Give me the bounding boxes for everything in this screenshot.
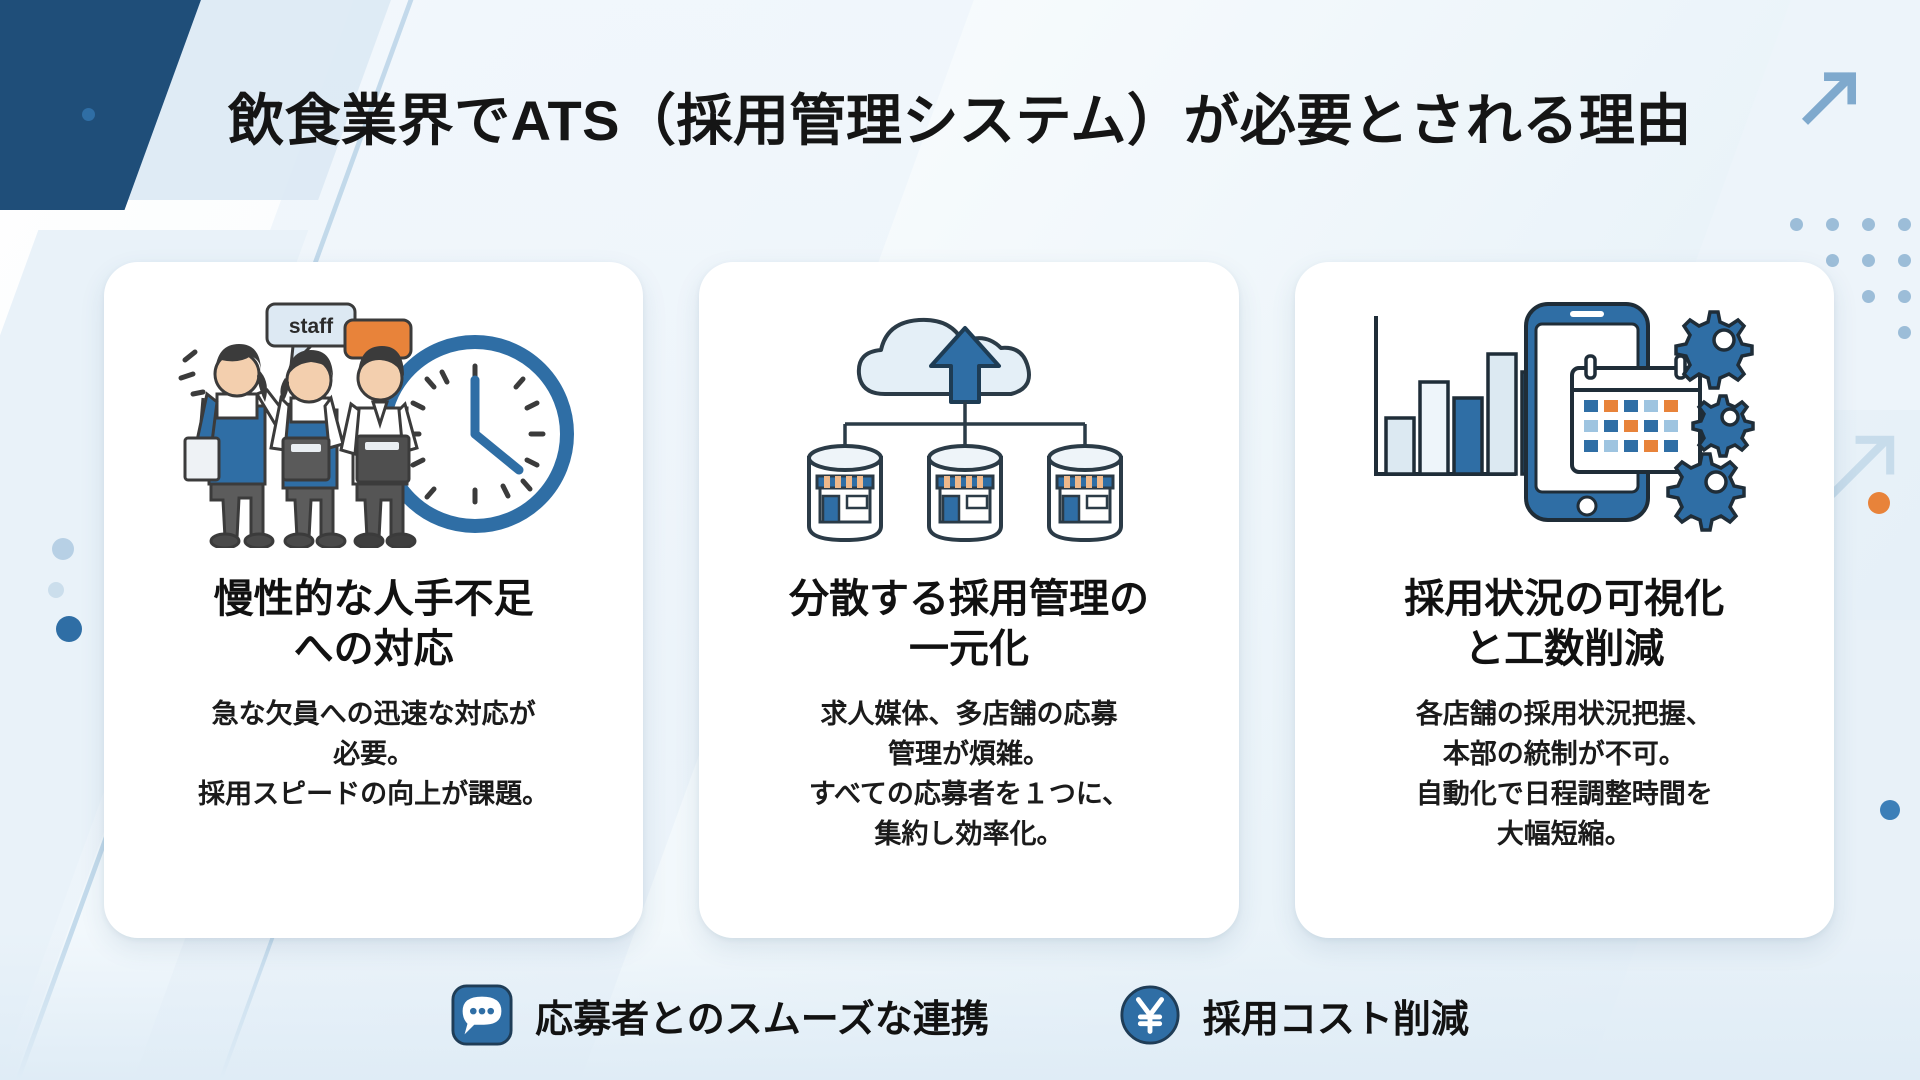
decor-dot	[1898, 326, 1911, 339]
card-1-description: 急な欠員への迅速な対応が 必要。 採用スピードの向上が課題。	[198, 698, 550, 809]
decor-dot	[1898, 254, 1911, 267]
decor-dot	[52, 538, 74, 560]
decor-dot	[1862, 254, 1875, 267]
card-list: staff	[104, 262, 1834, 938]
footer-badges: 応募者とのスムーズな連携 採用コスト削減	[0, 984, 1920, 1046]
card-visualization[interactable]: 採用状況の可視化 と工数削減 各店舗の採用状況把握、 本部の統制が不可。 自動化…	[1294, 262, 1834, 938]
card-2-title: 分散する採用管理の 一元化	[788, 577, 1149, 672]
badge-2-label: 採用コスト削減	[1202, 998, 1469, 1041]
card-centralized-management[interactable]: 分散する採用管理の 一元化 求人媒体、多店舗の応募 管理が煩雑。 すべての応募者…	[699, 262, 1239, 938]
badge-smooth-communication[interactable]: 応募者とのスムーズな連携	[451, 984, 989, 1046]
card-staff-shortage[interactable]: staff	[104, 262, 644, 938]
decor-dot	[1898, 218, 1911, 231]
yen-coin-icon	[1120, 985, 1180, 1045]
bar-chart	[1374, 316, 1553, 476]
decor-dot-blue	[1880, 800, 1900, 820]
decor-dot	[1790, 218, 1803, 231]
decor-dot	[1862, 218, 1875, 231]
svg-text:staff: staff	[288, 315, 333, 338]
card-2-description: 求人媒体、多店舗の応募 管理が煩雑。 すべての応募者を１つに、 集約し効率化。	[808, 698, 1130, 849]
card-2-illustration	[721, 298, 1216, 548]
badge-cost-reduction[interactable]: 採用コスト削減	[1119, 984, 1469, 1046]
chat-bubble-icon	[451, 984, 513, 1046]
badge-1-label: 応募者とのスムーズな連携	[535, 998, 989, 1041]
card-3-description: 各店舗の採用状況把握、 本部の統制が不可。 自動化で日程調整時間を 大幅短縮。	[1415, 698, 1713, 849]
card-1-illustration: staff	[126, 298, 621, 548]
decor-dot-orange	[1868, 492, 1890, 514]
card-1-title: 慢性的な人手不足 への対応	[213, 577, 534, 672]
title-bullet-dot	[82, 108, 95, 121]
decor-dot	[48, 582, 64, 598]
decor-dot	[1898, 290, 1911, 303]
decor-dot-accent	[56, 616, 82, 642]
staff-shortage-clock-icon: staff	[178, 302, 574, 548]
decor-dot	[1862, 290, 1875, 303]
card-3-title: 採用状況の可視化 と工数削減	[1404, 577, 1725, 672]
decor-dot	[1826, 218, 1839, 231]
chart-smartphone-calendar-gears-icon	[1374, 302, 1756, 532]
page-title-row: 飲食業界でATS（採用管理システム）が必要とされる理由	[0, 52, 1920, 189]
page-title: 飲食業界でATS（採用管理システム）が必要とされる理由	[228, 88, 1692, 152]
cloud-multistore-database-icon	[806, 317, 1123, 543]
card-3-illustration	[1317, 298, 1812, 548]
